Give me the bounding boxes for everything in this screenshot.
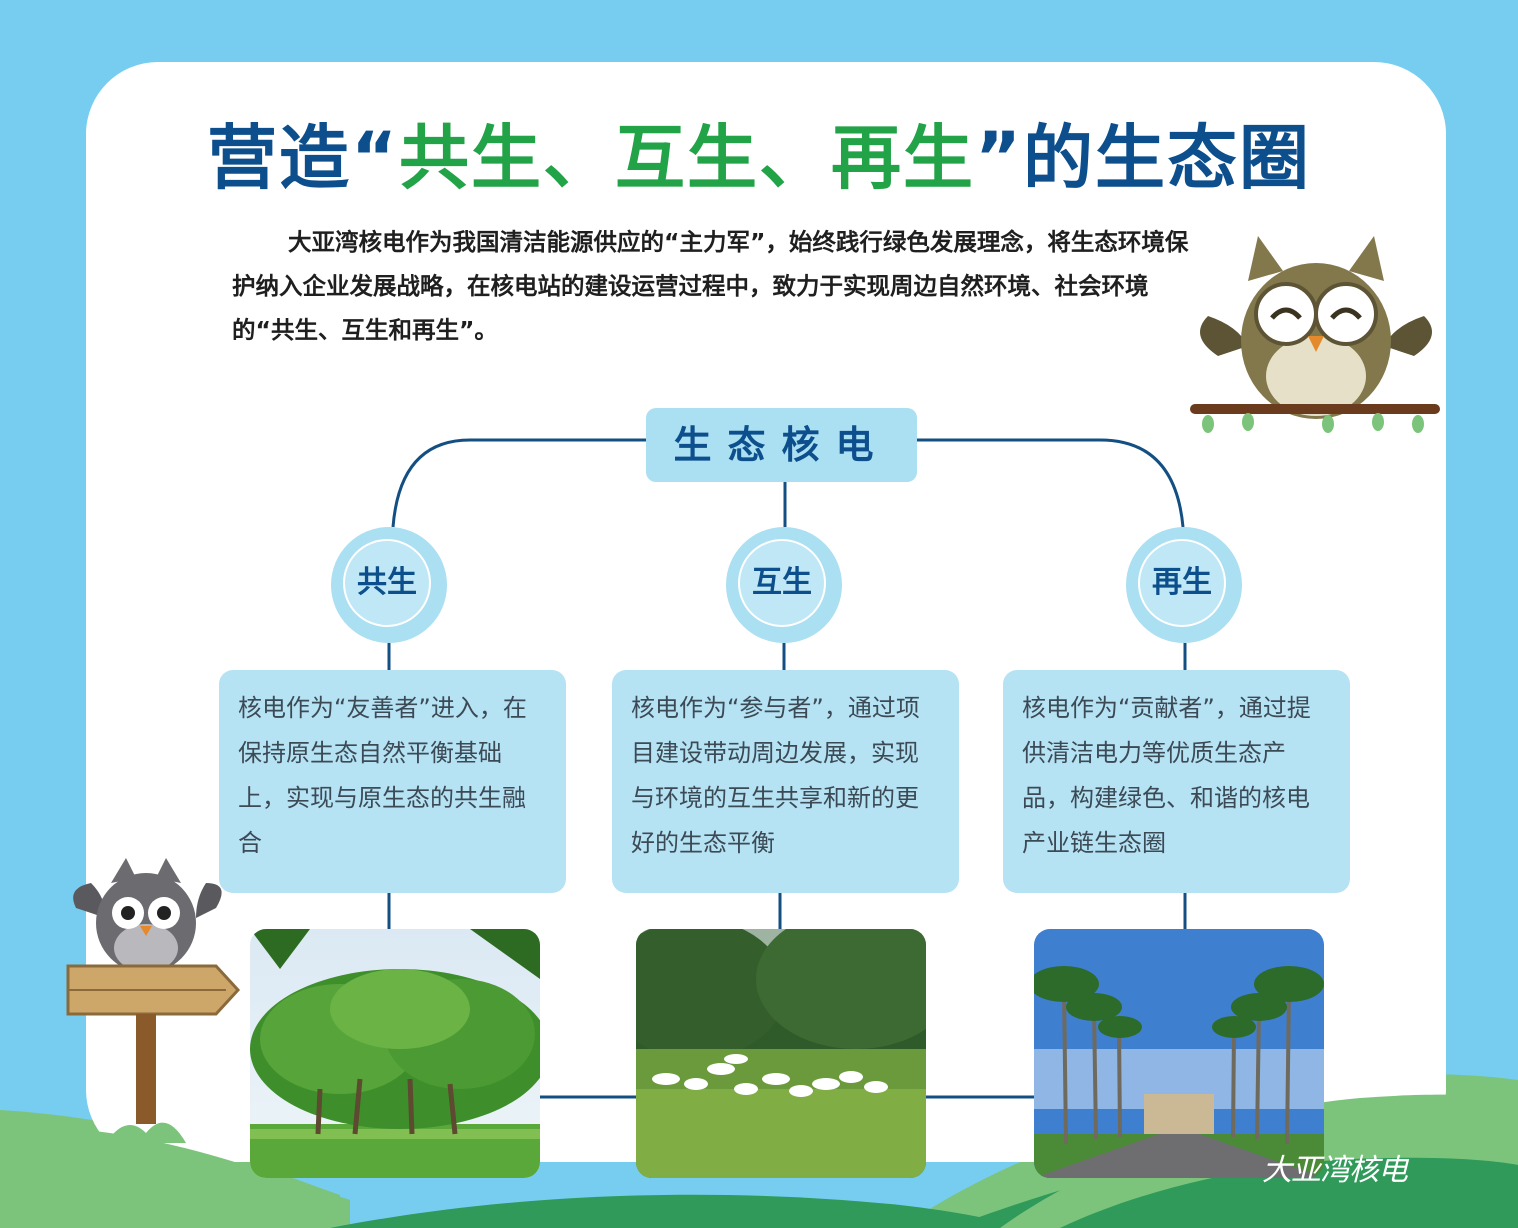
owl-on-signpost-icon: [66, 858, 241, 1143]
center-node: 生态核电: [646, 408, 917, 482]
branch-card-1: 核电作为“友善者”进入，在保持原生态自然平衡基础上，实现与原生态的共生融合: [219, 670, 566, 893]
branch-label-1: 共生: [343, 539, 431, 627]
intro-text: 大亚湾核电作为我国清洁能源供应的“主力军”，始终践行绿色发展理念，将生态环境保护…: [232, 228, 1189, 344]
branch-label-3: 再生: [1138, 539, 1226, 627]
title-highlight: 共生、互生、再生: [399, 117, 975, 199]
branch-node-1: 共生: [331, 527, 447, 643]
branch-node-3: 再生: [1126, 527, 1242, 643]
palm-road-photo: [1034, 929, 1324, 1178]
signature-logo: 大亚湾核电: [1262, 1153, 1408, 1188]
branch-label-2: 互生: [738, 539, 826, 627]
intro-paragraph: 大亚湾核电作为我国清洁能源供应的“主力军”，始终践行绿色发展理念，将生态环境保护…: [232, 220, 1202, 352]
branch-card-3: 核电作为“贡献者”，通过提供清洁电力等优质生态产品，构建绿色、和谐的核电产业链生…: [1003, 670, 1350, 893]
page-title: 营造“共生、互生、再生”的生态圈: [0, 102, 1518, 203]
title-suffix: ”的生态圈: [975, 117, 1312, 199]
egrets-on-grass-photo: [636, 929, 926, 1178]
branch-node-2: 互生: [726, 527, 842, 643]
banyan-tree-photo: [250, 929, 540, 1178]
branch-card-2: 核电作为“参与者”，通过项目建设带动周边发展，实现与环境的互生共享和新的更好的生…: [612, 670, 959, 893]
owl-on-branch-icon: [1190, 236, 1440, 433]
title-prefix: 营造“: [206, 117, 399, 199]
